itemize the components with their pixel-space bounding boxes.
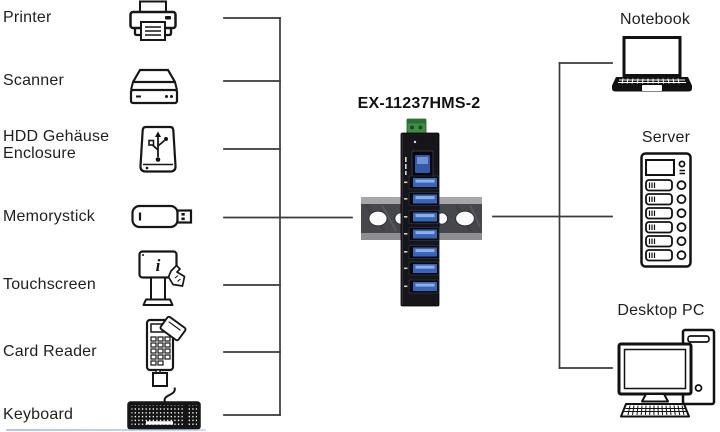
label-notebook: Notebook: [619, 11, 691, 28]
scanner-icon: [129, 68, 179, 105]
usb-a-ports: [404, 175, 440, 294]
usb-b-port: [411, 150, 434, 178]
label-scanner: Scanner: [3, 72, 64, 89]
notebook-icon: [612, 36, 692, 92]
desktop-pc-icon: [617, 328, 716, 418]
power-terminal-block: [406, 118, 427, 135]
label-card-reader: Card Reader: [3, 343, 97, 360]
payment-card: [159, 315, 187, 342]
card-reader-icon: [145, 315, 187, 387]
bottom-cropped-strip: [6, 429, 206, 431]
keyboard-icon: [127, 387, 201, 430]
label-keyboard: Keyboard: [3, 406, 74, 423]
memorystick-icon: [131, 204, 193, 229]
usb-hub-device: [361, 118, 482, 307]
label-touchscreen: Touchscreen: [3, 276, 96, 293]
label-memorystick: Memorystick: [3, 208, 95, 225]
label-printer: Printer: [3, 9, 52, 26]
server-icon: [640, 152, 692, 268]
hdd-enclosure-icon: [139, 125, 177, 173]
label-hdd-enclosure: HDD Gehäuse Enclosure: [3, 128, 110, 162]
label-desktop-pc: Desktop PC: [617, 302, 705, 319]
printer-icon: [129, 0, 177, 41]
label-server: Server: [641, 129, 691, 146]
svg-text:i: i: [156, 256, 161, 275]
touchscreen-icon: i: [138, 250, 186, 306]
hub-model-label: EX-11237HMS-2: [357, 95, 481, 112]
